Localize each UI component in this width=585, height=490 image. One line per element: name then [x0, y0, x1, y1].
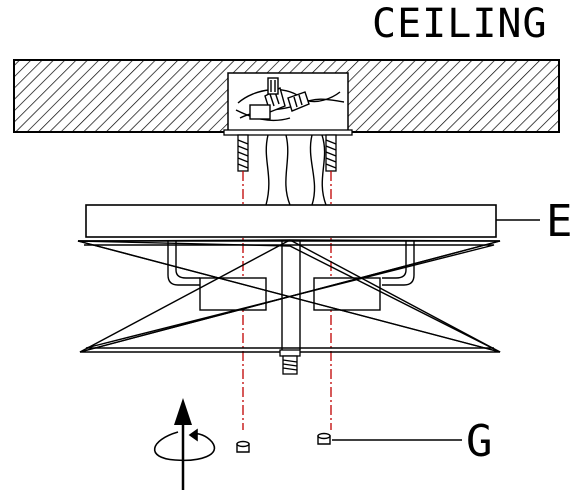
screw-caps: [236, 432, 331, 453]
ceiling-label: CEILING: [372, 1, 548, 47]
wire-frame: [77, 239, 501, 353]
wire-connectors: [235, 77, 345, 122]
inner-frame: [167, 240, 415, 350]
callout-g-label: G: [466, 416, 493, 467]
supply-wires: [265, 134, 327, 206]
callout-g: G: [332, 416, 493, 467]
clockwise-rotation-icon: [153, 428, 216, 462]
center-screw: [279, 349, 301, 375]
callout-e: E: [496, 196, 573, 247]
up-arrow-icon: [174, 398, 192, 490]
canopy-plate: [85, 204, 497, 238]
callout-e-label: E: [546, 196, 573, 247]
ceiling-slab: [13, 59, 560, 133]
